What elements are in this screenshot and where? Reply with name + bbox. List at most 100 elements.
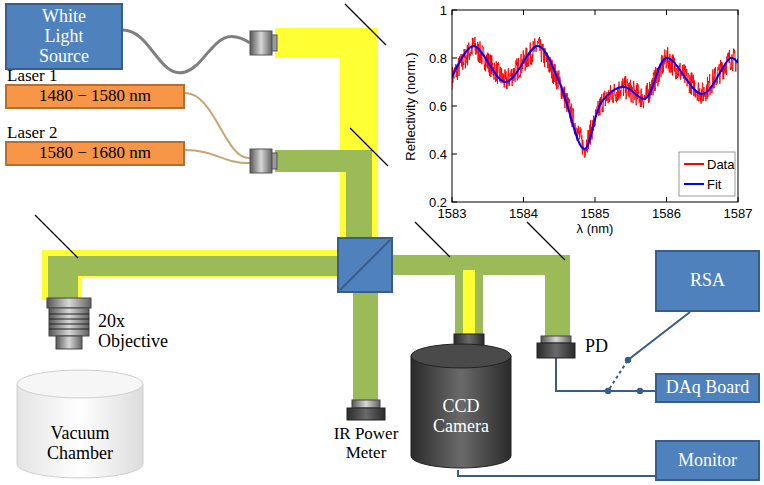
signal-cable xyxy=(458,470,655,476)
x-tick xyxy=(523,197,524,202)
x-tick-label: 1586 xyxy=(652,207,681,220)
laser-beam xyxy=(353,292,378,400)
drawing-part xyxy=(49,319,89,320)
power-meter-head xyxy=(347,408,385,420)
x-tick-label: 1585 xyxy=(581,207,610,220)
light-source-box: White Light Source xyxy=(5,3,123,70)
drawing-part xyxy=(537,343,575,358)
x-tick-label: 1583 xyxy=(438,207,467,220)
drawing-part xyxy=(411,344,511,368)
y-tick-label: 0.8 xyxy=(429,52,447,65)
fiber-collimator xyxy=(250,149,272,173)
laser-beam xyxy=(545,255,570,338)
laser-beam xyxy=(48,256,78,300)
legend-box xyxy=(679,152,735,196)
data-curve xyxy=(452,37,738,158)
drawing-part xyxy=(541,336,571,343)
legend-sample xyxy=(684,163,704,165)
x-tick xyxy=(523,10,524,15)
beam-splitter xyxy=(338,238,392,292)
plot-frame xyxy=(452,10,738,202)
node-label: PD xyxy=(585,337,608,357)
node-label: Monitor xyxy=(678,451,737,471)
instrument-box: DAq Board xyxy=(655,373,760,403)
y-tick-label: 1 xyxy=(440,4,447,17)
x-tick xyxy=(666,10,667,15)
white-light-beam xyxy=(42,250,338,278)
optical-fiber xyxy=(185,93,250,158)
drawing-part xyxy=(49,314,89,315)
instrument-box: RSA xyxy=(655,250,760,312)
node-label: CCD Camera xyxy=(421,397,501,437)
x-tick xyxy=(666,197,667,202)
x-tick xyxy=(595,10,596,15)
vacuum-chamber: Vacuum Chamber xyxy=(15,368,145,480)
x-tick-label: 1587 xyxy=(724,207,753,220)
white-light-beam xyxy=(42,250,82,300)
pd-outline xyxy=(535,336,580,358)
laser-box: Laser 21580 − 1680 nm xyxy=(5,141,185,166)
optical-fiber xyxy=(185,150,250,163)
switch-contact xyxy=(605,388,611,394)
legend-label: Data xyxy=(707,158,734,171)
y-tick-label: 0.6 xyxy=(429,100,447,113)
y-tick xyxy=(452,202,457,203)
legend-label: Fit xyxy=(707,178,721,191)
photodiode: PD xyxy=(535,336,615,358)
objective-lens xyxy=(47,298,91,308)
mirror xyxy=(350,128,388,166)
ccd-camera: CCD Camera xyxy=(410,334,512,470)
fiber-collimator xyxy=(272,153,277,169)
switch-gap xyxy=(608,360,628,391)
axis-title: λ (nm) xyxy=(577,222,614,235)
y-tick xyxy=(452,10,457,11)
white-light-beam xyxy=(463,270,475,340)
fiber-collimator xyxy=(250,31,272,55)
drawing-part xyxy=(49,324,89,325)
objective-knurling xyxy=(49,314,89,329)
y-tick-label: 0.4 xyxy=(429,148,447,161)
component-label: 20x Objective xyxy=(98,312,176,352)
reflectivity-plot xyxy=(412,0,746,205)
signal-cable xyxy=(556,358,655,391)
legend-sample xyxy=(684,183,704,185)
white-light-beam xyxy=(340,28,378,238)
optical-fiber xyxy=(123,30,250,73)
laser-beam xyxy=(455,255,483,340)
component-label: IR Power Meter xyxy=(321,425,411,462)
laser-beam xyxy=(48,256,338,276)
y-tick xyxy=(452,154,457,155)
x-tick xyxy=(738,10,739,15)
objective-lens xyxy=(49,308,89,336)
laser-name: Laser 2 xyxy=(7,124,58,143)
fit-curve xyxy=(452,46,738,149)
instrument-box: Monitor xyxy=(655,440,760,481)
y-tick xyxy=(452,106,457,107)
objective-lens xyxy=(56,336,82,349)
mirror xyxy=(345,4,386,45)
drawing-part xyxy=(411,356,511,468)
laser-name: Laser 1 xyxy=(7,67,58,86)
axis-title: Reflectivity (norm.) xyxy=(403,52,416,160)
x-tick xyxy=(452,10,453,15)
plot-ground xyxy=(412,0,746,205)
x-tick xyxy=(595,197,596,202)
drawing-part xyxy=(17,370,143,398)
laser-box: Laser 11480 − 1580 nm xyxy=(5,84,185,109)
drawing-part xyxy=(49,329,89,330)
node-label: 1580 − 1680 nm xyxy=(39,144,151,163)
fiber-collimator xyxy=(272,35,277,51)
switch-contact xyxy=(625,357,631,363)
x-tick-label: 1584 xyxy=(509,207,538,220)
x-tick xyxy=(452,197,453,202)
node-label: White Light Source xyxy=(24,7,104,66)
y-tick xyxy=(452,58,457,59)
mirror xyxy=(35,215,78,258)
power-meter-head xyxy=(352,400,380,408)
node-label: DAq Board xyxy=(666,378,750,398)
switch-contact xyxy=(637,388,643,394)
node-label: Vacuum Chamber xyxy=(30,424,130,464)
x-tick xyxy=(738,197,739,202)
beam-splitter-face xyxy=(340,240,390,290)
